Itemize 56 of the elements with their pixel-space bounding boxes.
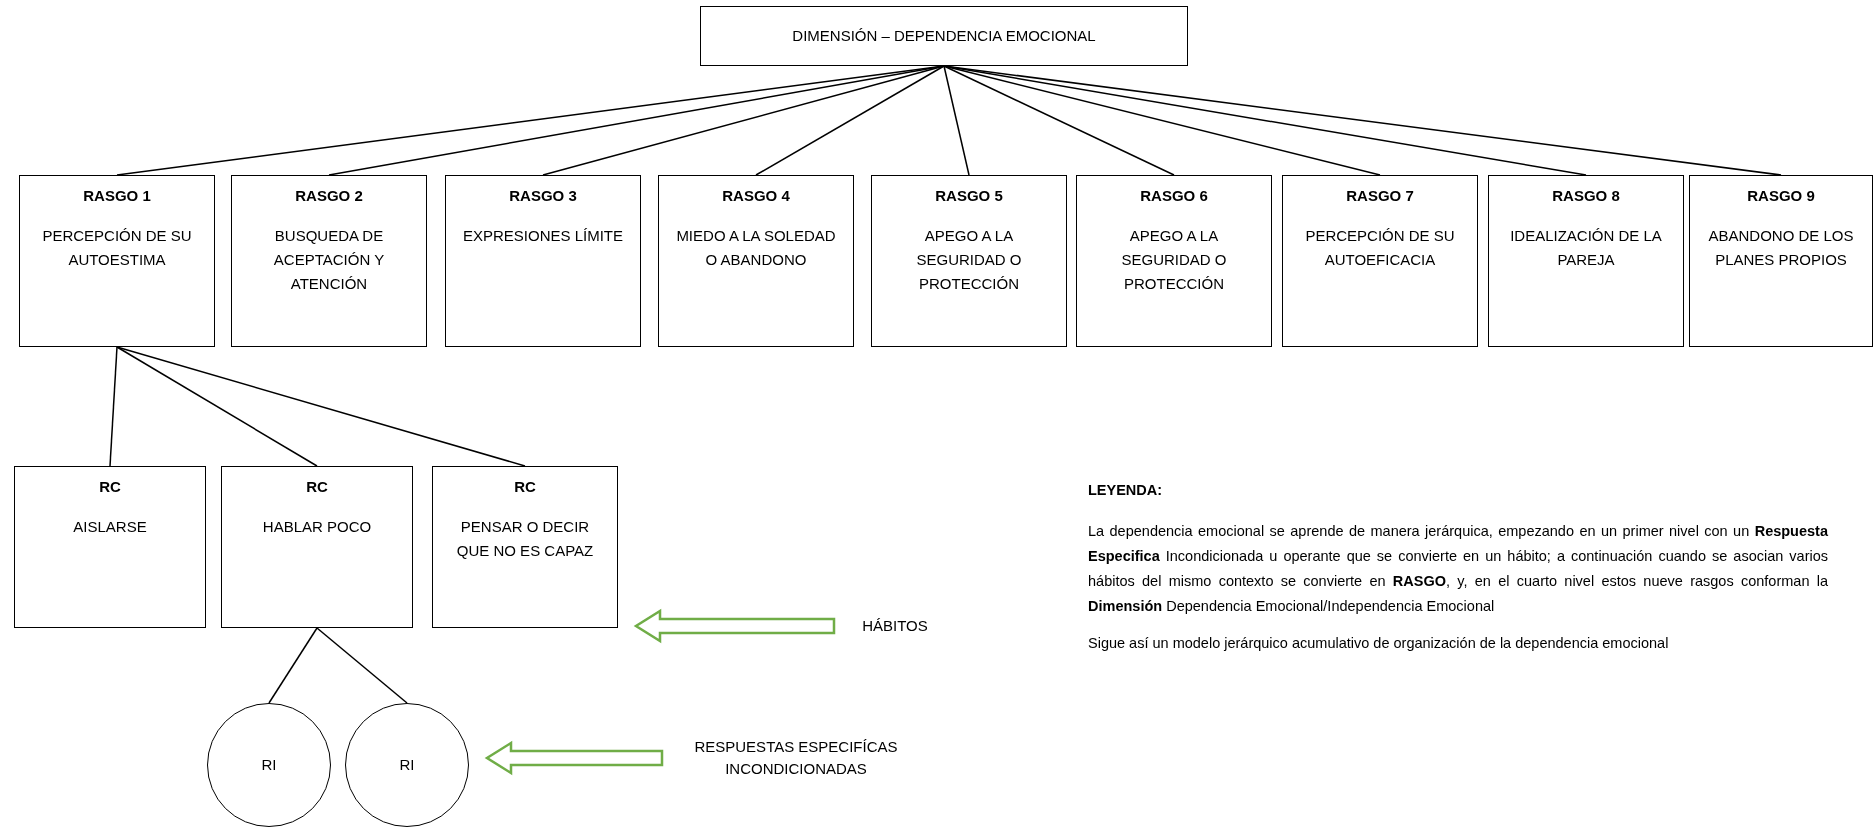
- trait-box: [1076, 175, 1272, 347]
- box-heading: RASGO 5: [935, 186, 1003, 206]
- trait-box: [19, 175, 215, 347]
- box-text: PERCEPCIÓN DE SU AUTOESTIMA: [41, 226, 193, 270]
- connector-line: [268, 627, 318, 704]
- legend-paragraph: Sigue así un modelo jerárquico acumulativo de organización de la dependencia emocional: [1088, 634, 1670, 653]
- connector-line: [943, 65, 1175, 176]
- connector-line: [116, 346, 318, 467]
- box-text: BUSQUEDA DE ACEPTACIÓN Y ATENCIÓN: [272, 226, 386, 294]
- box-text: MIEDO A LA SOLEDAD O ABANDONO: [675, 226, 837, 270]
- box-text: PERCEPCIÓN DE SU AUTOEFICACIA: [1304, 226, 1456, 270]
- box-heading: RASGO 4: [722, 186, 790, 206]
- box-heading: RASGO 2: [295, 186, 363, 206]
- dimension-box: [700, 6, 1188, 66]
- box-text: RI: [398, 755, 416, 775]
- box-heading: RC: [99, 477, 121, 497]
- box-heading: RC: [514, 477, 536, 497]
- trait-box: [1689, 175, 1873, 347]
- annotation-text: RESPUESTAS ESPECIFÍCAS INCONDICIONADAS: [693, 737, 899, 779]
- trait-box: [231, 175, 427, 347]
- box-text: RI: [260, 755, 278, 775]
- box-heading: RASGO 9: [1747, 186, 1815, 206]
- annotation-text: HÁBITOS: [862, 616, 928, 636]
- box-text: HABLAR POCO: [261, 517, 373, 537]
- legend-heading: LEYENDA:: [1088, 481, 1164, 500]
- box-heading: RASGO 1: [83, 186, 151, 206]
- box-text: APEGO A LA SEGURIDAD O PROTECCIÓN: [915, 226, 1023, 294]
- box-text: AISLARSE: [72, 517, 148, 537]
- connector-line: [755, 65, 945, 176]
- connector-line: [943, 65, 970, 176]
- legend-paragraph: La dependencia emocional se aprende de manera jerárquica, empezando en un primer nivel con un Respuesta Especifica Incondicionada u operante que se convierte en un hábito; a continuación cuando se asocian varios hábitos del mismo contexto se convierte en RASGO, y, en el cuarto nivel estos nueve rasgos conforman la Dimensión Dependencia Emocional/Independencia Emocional: [1088, 522, 1828, 616]
- box-text: DIMENSIÓN – DEPENDENCIA EMOCIONAL: [791, 26, 1097, 46]
- box-text: EXPRESIONES LÍMITE: [461, 226, 624, 246]
- box-text: IDEALIZACIÓN DE LA PAREJA: [1509, 226, 1663, 270]
- trait-box: [221, 466, 413, 628]
- trait-box: [432, 466, 618, 628]
- connector-line: [316, 627, 408, 704]
- block-arrow: [484, 740, 664, 776]
- block-arrow: [633, 608, 836, 644]
- trait-box: [14, 466, 206, 628]
- trait-box: [445, 175, 641, 347]
- trait-box: [871, 175, 1067, 347]
- box-heading: RC: [306, 477, 328, 497]
- connector-line: [109, 346, 118, 467]
- box-heading: RASGO 6: [1140, 186, 1208, 206]
- trait-box: [1282, 175, 1478, 347]
- box-heading: RASGO 3: [509, 186, 577, 206]
- trait-box: [1488, 175, 1684, 347]
- trait-box: [658, 175, 854, 347]
- box-heading: RASGO 8: [1552, 186, 1620, 206]
- connector-line: [116, 346, 526, 467]
- box-text: ABANDONO DE LOS PLANES PROPIOS: [1707, 226, 1855, 270]
- box-text: APEGO A LA SEGURIDAD O PROTECCIÓN: [1120, 226, 1228, 294]
- connector-line: [542, 65, 945, 176]
- box-text: PENSAR O DECIR QUE NO ES CAPAZ: [455, 517, 595, 561]
- box-heading: RASGO 7: [1346, 186, 1414, 206]
